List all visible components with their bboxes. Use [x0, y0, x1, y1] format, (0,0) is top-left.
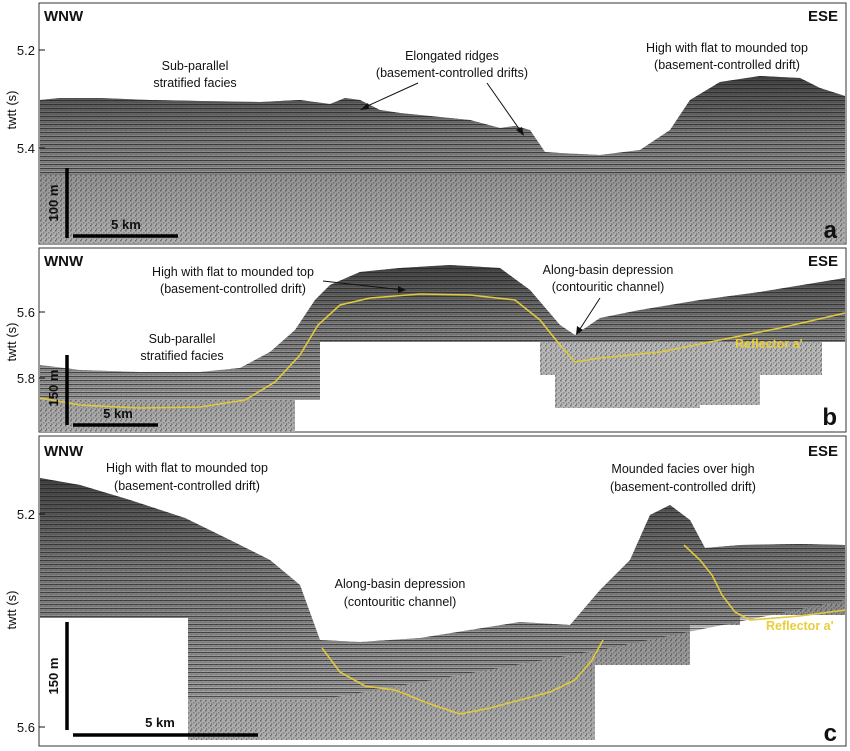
panel-b-ylabel: twtt (s) [4, 323, 19, 362]
panel-b-scale-horizontal-label: 5 km [103, 406, 133, 421]
panel-b-shading [40, 265, 845, 432]
panel-b-arrow-depression [577, 297, 601, 333]
panel-a-ann-ridges-1: Elongated ridges [405, 49, 499, 63]
panel-a-ann-subparallel-2: stratified facies [153, 76, 236, 90]
panel-c-reflector-label: Reflector a' [766, 619, 834, 633]
panel-b: Reflector a' 5.6 5.8 twtt (s) WNW ESE Hi… [4, 247, 847, 433]
panel-b-dir-left: WNW [44, 253, 84, 270]
panel-c: Reflector a' 5.2 5.6 twtt (s) WNW ESE Hi… [4, 435, 847, 747]
panel-a: 5.2 5.4 twtt (s) WNW ESE Sub-parallel st… [4, 2, 847, 245]
panel-c-tick-label-2: 5.6 [17, 720, 35, 735]
panel-b-ann-depression-2: (contouritic channel) [552, 280, 665, 294]
panel-a-arrow-ridge-1 [362, 82, 419, 109]
panel-a-ann-subparallel-1: Sub-parallel [162, 59, 229, 73]
panel-a-ann-ridges-2: (basement-controlled drifts) [376, 66, 528, 80]
panel-a-tick-label-1: 5.2 [17, 43, 35, 58]
panel-a-ann-high-1: High with flat to mounded top [646, 41, 808, 55]
panel-b-dir-right: ESE [808, 253, 838, 270]
panel-a-arrow-ridge-2 [486, 82, 523, 134]
panel-a-letter: a [824, 217, 838, 244]
panel-b-arrowhead [398, 286, 406, 293]
panel-a-scale-horizontal-label: 5 km [111, 217, 141, 232]
panel-b-reflector-label: Reflector a' [735, 337, 803, 351]
panel-b-reflector-line [39, 293, 846, 409]
panel-c-ylabel: twtt (s) [4, 591, 19, 630]
panel-b-arrowhead [576, 326, 583, 335]
panel-c-ann-mounded-2: (basement-controlled drift) [610, 480, 756, 494]
panel-a-ylabel: twtt (s) [4, 91, 19, 130]
panel-b-ann-high-1: High with flat to mounded top [152, 265, 314, 279]
panel-b-tick-label-1: 5.6 [17, 305, 35, 320]
panel-c-ann-depression-2: (contouritic channel) [344, 595, 457, 609]
panel-c-reflector-line-1 [321, 639, 604, 715]
panel-b-arrow-high [322, 280, 404, 291]
panel-b-letter: b [822, 404, 837, 431]
panel-b-ann-subparallel-1: Sub-parallel [149, 332, 216, 346]
panel-a-arrowhead [516, 127, 524, 136]
panel-c-ann-mounded-1: Mounded facies over high [611, 462, 754, 476]
panel-a-shading [40, 76, 845, 243]
panel-b-scale-vertical-label: 150 m [46, 370, 61, 407]
panel-a-arrowhead [360, 103, 369, 110]
panel-c-tick-label-1: 5.2 [17, 507, 35, 522]
panel-a-dir-left: WNW [44, 8, 84, 25]
panel-b-tick-label-2: 5.8 [17, 371, 35, 386]
panel-b-ann-high-2: (basement-controlled drift) [160, 282, 306, 296]
panel-a-scale-vertical-label: 100 m [46, 185, 61, 222]
panel-c-ann-depression-1: Along-basin depression [335, 577, 466, 591]
panel-c-scale-horizontal-label: 5 km [145, 715, 175, 730]
panel-c-letter: c [824, 720, 837, 747]
panel-b-ann-subparallel-2: stratified facies [140, 349, 223, 363]
panel-c-shading [40, 478, 845, 740]
panel-a-tick-label-2: 5.4 [17, 141, 35, 156]
panel-a-ann-high-2: (basement-controlled drift) [654, 58, 800, 72]
panel-c-ann-high-1: High with flat to mounded top [106, 461, 268, 475]
panel-c-ann-high-2: (basement-controlled drift) [114, 479, 260, 493]
panel-c-reflector-line-2 [683, 544, 846, 621]
panel-c-dir-left: WNW [44, 443, 84, 460]
panel-c-scale-vertical-label: 150 m [46, 658, 61, 695]
panel-b-ann-depression-1: Along-basin depression [543, 263, 674, 277]
panel-c-dir-right: ESE [808, 443, 838, 460]
panel-a-dir-right: ESE [808, 8, 838, 25]
